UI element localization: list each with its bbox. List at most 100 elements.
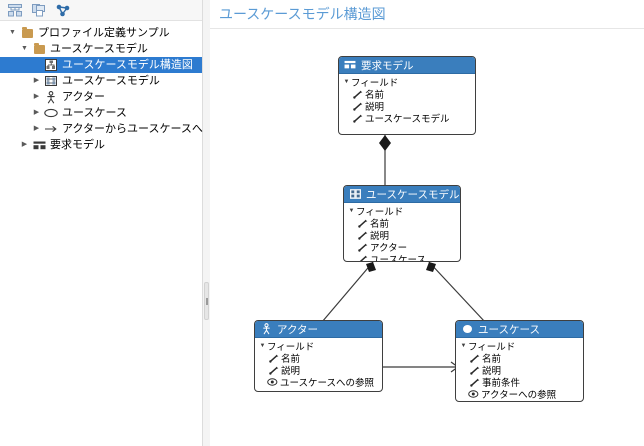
tree-item-usecase-model[interactable]: ▶ ユースケースモデル [0,73,202,89]
attribute-label: アクター [370,243,408,254]
diagram-panel: ユースケースモデル構造図 [210,0,644,446]
class-box-body: ▼ フィールド 名前 [456,338,583,401]
attribute-row[interactable]: 説明 [255,364,382,377]
property-icon [352,101,363,111]
property-icon [469,377,480,387]
field-group-row[interactable]: ▼ フィールド [255,340,382,353]
attribute-row[interactable]: ユースケースへの参照 [255,376,382,389]
field-group-label: フィールド [356,207,404,218]
class-box-title: ユースケースモデル [366,188,460,201]
layout-icon[interactable] [6,2,24,19]
tree-item-label: ユースケースモデル構造図 [62,59,193,71]
property-icon [352,113,363,123]
chevron-down-icon[interactable]: ▼ [460,343,467,349]
attribute-label: ユースケースモデル [365,114,450,125]
requirement-model-icon [344,59,356,71]
property-icon [357,254,368,261]
link-icon[interactable] [54,2,72,19]
tree-item-structure-diagram[interactable]: ユースケースモデル構造図 [0,57,202,73]
diagram-canvas[interactable]: 要求モデル ▼ フィールド 名前 [210,30,644,446]
usecase-icon [43,105,59,121]
actor-icon [43,89,59,105]
chevron-right-icon[interactable]: ▶ [21,141,28,148]
splitter-grip[interactable] [204,282,209,320]
class-box-actor[interactable]: アクター ▼ フィールド 名前 [254,320,383,392]
composition-diamond [366,262,376,272]
class-box-usecase[interactable]: ユースケース ▼ フィールド 名前 [455,320,584,402]
class-box-header: アクター [255,321,382,338]
attribute-row[interactable]: 説明 [339,100,475,113]
chevron-down-icon[interactable]: ▼ [343,79,350,85]
chevron-right-icon[interactable]: ▶ [33,125,40,132]
class-box-body: ▼ フィールド 名前 [255,338,382,391]
tree-item-label: ユースケースモデル [50,43,148,55]
tree-item-label: プロファイル定義サンプル [38,27,170,39]
field-group-row[interactable]: ▼ フィールド [456,340,583,353]
class-box-title: 要求モデル [361,59,414,72]
attribute-row[interactable]: ユースケース [344,253,460,261]
property-icon [469,365,480,375]
attribute-row[interactable]: 名前 [255,352,382,365]
panel-splitter[interactable] [203,0,210,446]
tree-item-requirement-model[interactable]: ▶ 要求モデル [0,137,202,153]
field-group-label: フィールド [267,342,315,353]
edge-usecase-model-to-usecase [428,261,486,323]
attribute-row[interactable]: 説明 [344,229,460,242]
class-box-title: アクター [277,323,319,336]
attribute-row[interactable]: 名前 [456,352,583,365]
folder-icon [31,41,47,57]
structure-diagram-icon [43,57,59,73]
requirement-model-icon [31,137,47,153]
class-box-requirement-model[interactable]: 要求モデル ▼ フィールド 名前 [338,56,476,135]
attribute-row[interactable]: 名前 [344,217,460,230]
class-box-header: ユースケースモデル [344,186,460,203]
chevron-down-icon[interactable]: ▼ [348,208,355,214]
copy-icon[interactable] [30,2,48,19]
usecase-model-icon [349,188,361,200]
tree-item-actor-to-usecase-reference[interactable]: ▶ アクターからユースケースへの参照 [0,121,236,137]
attribute-row[interactable]: 説明 [456,364,583,377]
class-box-header: ユースケース [456,321,583,338]
chevron-down-icon[interactable]: ▼ [9,29,16,36]
attribute-label: 名前 [370,219,390,230]
reference-icon [468,389,479,399]
class-box-usecase-model[interactable]: ユースケースモデル ▼ フィールド 名前 [343,185,461,262]
composition-diamond [426,262,436,272]
chevron-right-icon[interactable]: ▶ [33,109,40,116]
attribute-row[interactable]: アクター [344,241,460,254]
property-icon [268,365,279,375]
field-group-label: フィールド [351,78,399,89]
reference-arrow-icon [43,121,59,137]
composition-diamond [379,135,391,151]
field-group-row[interactable]: ▼ フィールド [344,205,460,218]
chevron-down-icon[interactable]: ▼ [259,343,266,349]
attribute-label: ユースケースへの参照 [280,378,375,389]
class-box-header: 要求モデル [339,57,475,74]
tree-item-label: ユースケースモデル [62,75,160,87]
tree-item-profile-sample[interactable]: ▼ プロファイル定義サンプル [0,25,202,41]
attribute-row[interactable]: 名前 [339,88,475,101]
property-icon [357,230,368,240]
chevron-right-icon[interactable]: ▶ [33,93,40,100]
attribute-row[interactable]: 事前条件 [456,376,583,389]
tree-item-actor[interactable]: ▶ アクター [0,89,202,105]
class-box-body: ▼ フィールド 名前 [339,74,475,127]
chevron-right-icon[interactable]: ▶ [33,77,40,84]
attribute-row[interactable]: ユースケースモデル [339,112,475,125]
tree-item-label: 要求モデル [50,139,105,151]
field-group-label: フィールド [468,342,516,353]
attribute-row[interactable]: アクターへの参照 [456,388,583,401]
attribute-label: 説明 [281,366,301,377]
chevron-down-icon[interactable]: ▼ [21,45,28,52]
project-tree[interactable]: ▼ プロファイル定義サンプル ▼ ユースケースモデル ユースケースモデル [0,22,236,446]
attribute-label: 名前 [482,354,502,365]
tree-spacer [30,57,43,73]
attribute-label: アクターへの参照 [481,390,557,401]
property-icon [357,242,368,252]
reference-icon [267,377,278,387]
project-explorer-panel: ▼ プロファイル定義サンプル ▼ ユースケースモデル ユースケースモデル [0,0,236,446]
tree-item-usecase[interactable]: ▶ ユースケース [0,105,202,121]
usecase-model-icon [43,73,59,89]
tree-item-usecase-model-folder[interactable]: ▼ ユースケースモデル [0,41,202,57]
field-group-row[interactable]: ▼ フィールド [339,76,475,89]
